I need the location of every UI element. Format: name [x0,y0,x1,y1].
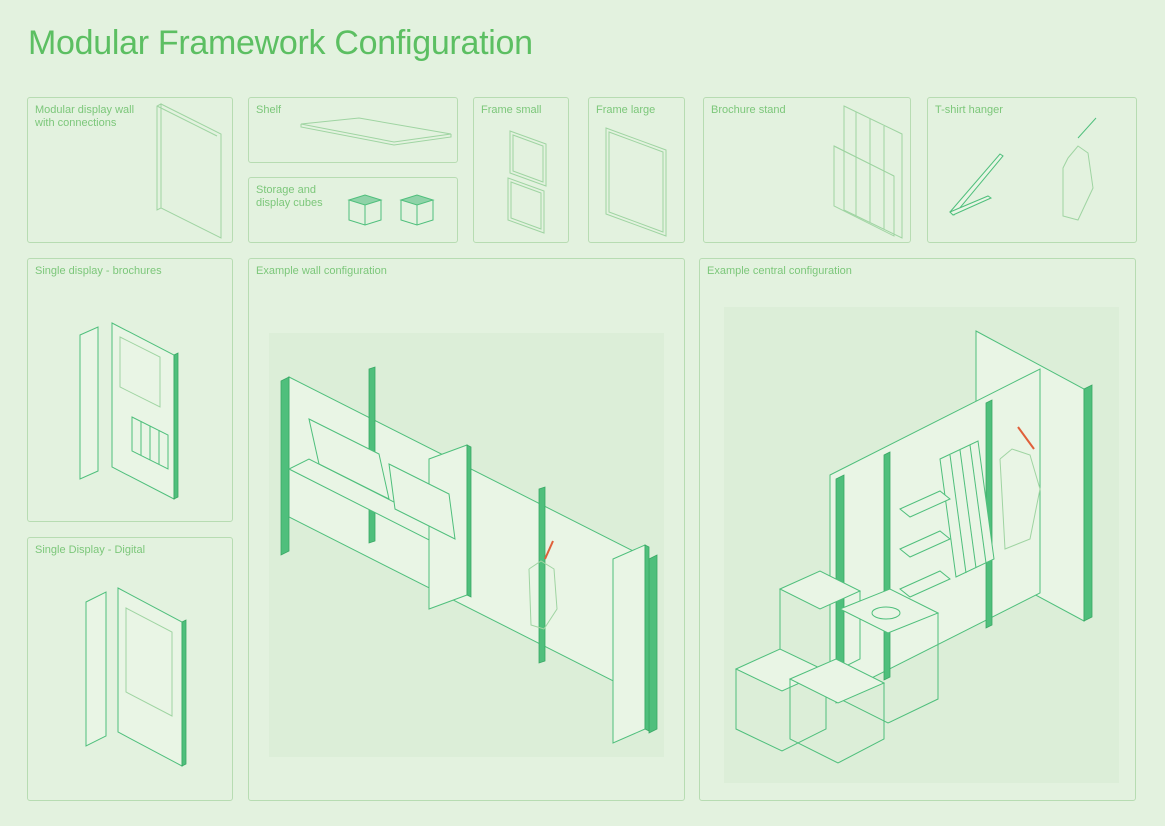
panel-label: Modular display wall with connections [35,104,135,129]
panel-label: Frame small [481,104,542,116]
shelf-illustration [300,117,452,146]
panel-label: T-shirt hanger [935,104,1003,116]
central-config-illustration [724,307,1119,783]
panel-single-digital: Single Display - Digital [27,537,233,801]
display-wall-illustration [156,103,222,239]
panel-tshirt-hanger: T-shirt hanger [927,97,1137,243]
panel-frame-large: Frame large [588,97,685,243]
frame-large-illustration [605,127,667,237]
panel-wall-config: Example wall configuration [248,258,685,801]
panel-label: Storage and display cubes [256,184,323,209]
panel-label: Single display - brochures [35,265,162,277]
panel-label: Example wall configuration [256,265,387,277]
brochure-stand-illustration [833,105,903,239]
single-brochures-illustration [79,322,179,500]
panel-label: Example central configuration [707,265,852,277]
panel-single-brochures: Single display - brochures [27,258,233,522]
panel-brochure-stand: Brochure stand [703,97,911,243]
panel-label: Shelf [256,104,282,116]
single-digital-illustration [85,587,187,767]
panel-display-wall: Modular display wall with connections [27,97,233,243]
frame-small-illustration [507,130,547,234]
panel-label: Brochure stand [711,104,786,116]
wall-config-illustration [269,333,664,757]
panel-frame-small: Frame small [473,97,569,243]
panel-shelf: Shelf [248,97,458,163]
cubes-illustration [347,194,435,226]
panel-label: Single Display - Digital [35,544,146,556]
tshirt-hanger-illustration [949,117,1097,221]
page-title: Modular Framework Configuration [28,24,533,62]
panel-central-config: Example central configuration [699,258,1136,801]
panel-cubes: Storage and display cubes [248,177,458,243]
panel-label: Frame large [596,104,656,116]
